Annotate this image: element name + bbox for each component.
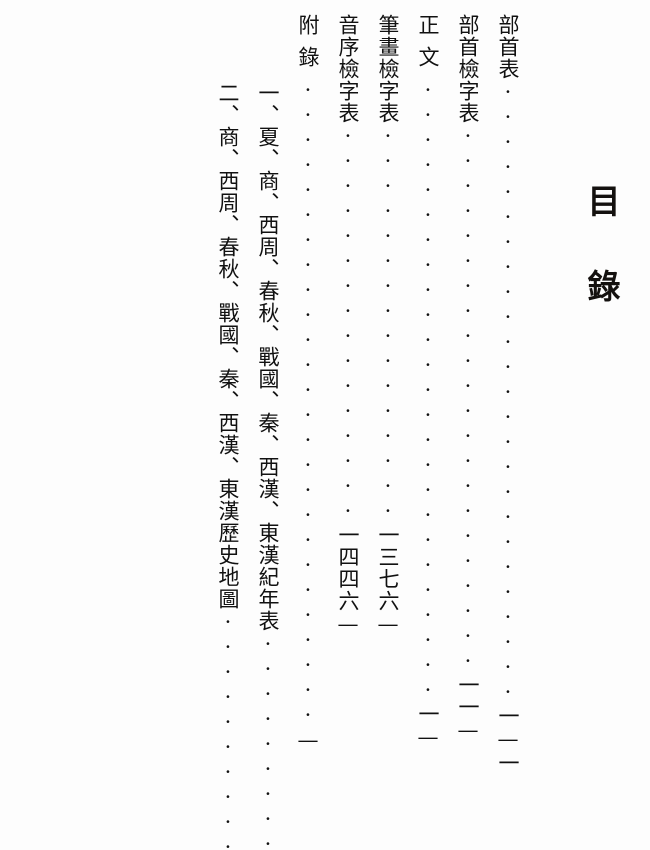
toc-entry-yinxu-jianzi-biao[interactable]: 音序檢字表················一四四六— (328, 14, 368, 637)
toc-page-number: 一四四六— (336, 524, 360, 637)
toc-page-number: 一— (416, 703, 440, 750)
toc-entry-label: 部首表 (496, 14, 520, 80)
toc-column: 附錄··························— (288, 0, 328, 850)
toc-entry-fulu[interactable]: 附錄··························— (288, 14, 328, 753)
page-title-gap (576, 218, 632, 270)
toc-leader-dots: ············· (216, 610, 240, 850)
toc-entry-label: 二、商、西周、春秋、戰國、秦、西漢、東漢歷史地圖 (216, 82, 240, 610)
toc-column: 部首表·························一—一 (488, 0, 528, 850)
page-title-char-1: 目 (587, 182, 621, 221)
toc-column: 正文·························一— (408, 0, 448, 850)
toc-column: 音序檢字表················一四四六— (328, 0, 368, 850)
toc-entry-label: 正文 (416, 14, 440, 78)
toc-entry-bushou-jianzi-biao[interactable]: 部首檢字表······················一一— (448, 14, 488, 743)
toc-entry-bihua-jianzi-biao[interactable]: 筆畫檢字表················一三七六— (368, 14, 408, 637)
toc-column: 部首檢字表······················一一— (448, 0, 488, 850)
toc-page-number: 一一— (456, 674, 480, 743)
toc-leader-dots: ························· (496, 80, 520, 705)
toc-column: 筆畫檢字表················一三七六— (368, 0, 408, 850)
toc-leader-dots: ·························· (296, 78, 320, 728)
toc-page-number: 一三七六— (376, 524, 400, 637)
toc-entry-label: 一、夏、商、西周、春秋、戰國、秦、西漢、東漢紀年表 (256, 82, 280, 632)
toc-leader-dots: ················ (336, 124, 360, 524)
toc-leader-dots: ··········· (256, 632, 280, 850)
toc-leader-dots: ······················ (456, 124, 480, 674)
toc-column: 一、夏、商、西周、春秋、戰國、秦、西漢、東漢紀年表···········一五二五… (248, 0, 288, 850)
toc-entry-fulu-item-1[interactable]: 一、夏、商、西周、春秋、戰國、秦、西漢、東漢紀年表···········一五二五… (248, 82, 288, 850)
toc-entry-label: 部首檢字表 (456, 14, 480, 124)
toc-page-number: 一—一 (496, 705, 520, 774)
toc-entry-bushou-biao[interactable]: 部首表·························一—一 (488, 14, 528, 774)
toc-page-number: — (296, 728, 320, 753)
toc-entry-fulu-item-2[interactable]: 二、商、西周、春秋、戰國、秦、西漢、東漢歷史地圖·············— (208, 82, 248, 850)
toc-column: 二、商、西周、春秋、戰國、秦、西漢、東漢歷史地圖·············— (208, 0, 248, 850)
page-title-char-2: 錄 (587, 267, 621, 306)
toc-entry-list: 部首表·························一—一部首檢字表····… (208, 0, 528, 850)
toc-entry-label: 筆畫檢字表 (376, 14, 400, 124)
toc-entry-zhengwen[interactable]: 正文·························一— (408, 14, 448, 750)
toc-leader-dots: ························· (416, 78, 440, 703)
page-title: 目 錄 (576, 185, 632, 303)
toc-entry-label: 附錄 (296, 14, 320, 78)
toc-entry-label: 音序檢字表 (336, 14, 360, 124)
toc-leader-dots: ················ (376, 124, 400, 524)
